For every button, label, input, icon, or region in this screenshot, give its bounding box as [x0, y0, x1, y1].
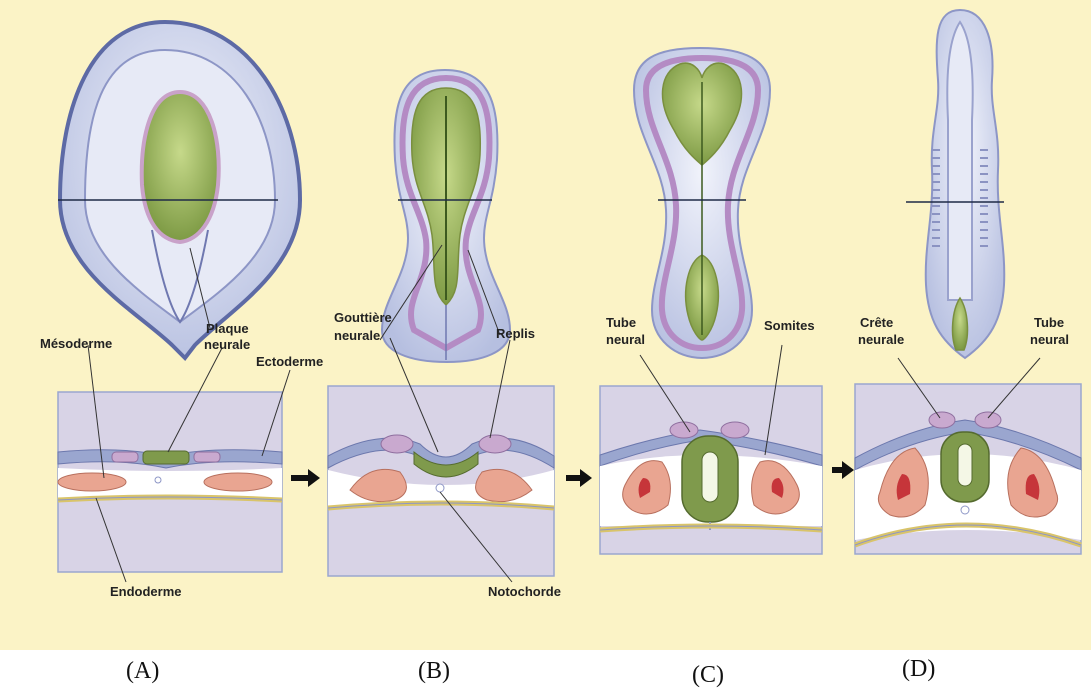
label-endoderme: Endoderme	[110, 584, 182, 599]
label-mesoderme: Mésoderme	[40, 336, 112, 351]
caption-a: (A)	[126, 658, 159, 684]
label-tube-neural-c-line2: neural	[606, 332, 645, 347]
label-tube-neural-d-line1: Tube	[1034, 315, 1064, 330]
section-b	[328, 386, 554, 576]
label-ectoderme: Ectoderme	[256, 354, 323, 369]
label-notochorde: Notochorde	[488, 584, 561, 599]
label-tube-neural-d-line2: neural	[1030, 332, 1069, 347]
label-crete-neurale-line1: Crête	[860, 315, 893, 330]
section-d	[855, 384, 1081, 554]
label-gouttiere-neurale-line2: neurale	[334, 328, 380, 343]
caption-c: (C)	[692, 662, 724, 688]
label-replis: Replis	[496, 326, 535, 341]
label-somites: Somites	[764, 318, 815, 333]
section-c	[600, 386, 822, 554]
label-crete-neurale-line2: neurale	[858, 332, 904, 347]
label-plaque-neurale-line2: neurale	[204, 337, 250, 352]
caption-d: (D)	[902, 656, 935, 682]
label-gouttiere-neurale-line1: Gouttière	[334, 310, 392, 325]
label-tube-neural-c-line1: Tube	[606, 315, 636, 330]
section-a	[58, 392, 282, 572]
caption-b: (B)	[418, 658, 450, 684]
label-plaque-neurale-line1: Plaque	[206, 321, 249, 336]
